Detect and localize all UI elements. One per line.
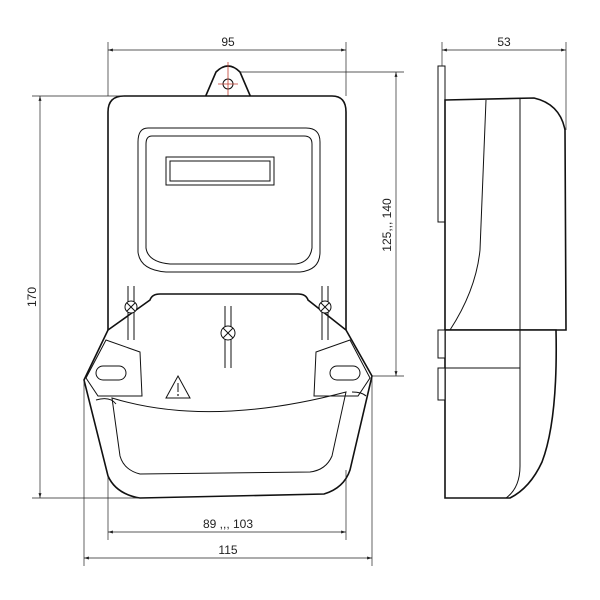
dimension-front-width: 95: [107, 35, 347, 96]
front-view: [83, 62, 373, 499]
left-mount-ear: [85, 339, 143, 397]
right-mount-ear: [313, 339, 371, 397]
display-window: [145, 135, 313, 265]
dim-label-bottom-inner: 89 ,,, 103: [203, 517, 253, 531]
warning-triangle-icon: [165, 374, 191, 399]
screw-left: [124, 286, 138, 340]
display-window-frame: [137, 127, 321, 273]
cover-recess: [111, 391, 347, 475]
dimension-side-depth: 53: [441, 35, 567, 130]
screw-right: [318, 286, 332, 340]
dim-label-front-width: 95: [221, 35, 235, 49]
lcd-display: [165, 156, 275, 186]
dimension-bottom-total: 115: [83, 376, 373, 566]
screw-center: [220, 306, 236, 368]
dimension-mount-height: 125,,, 140: [240, 71, 404, 377]
dim-label-total-height: 170: [25, 287, 39, 307]
dim-label-mount-height: 125,,, 140: [380, 198, 394, 252]
mounting-plate: [437, 65, 446, 223]
dimension-total-height: 170: [25, 95, 140, 499]
dimension-bottom-inner: 89 ,,, 103: [107, 470, 347, 540]
side-lower-body: [444, 329, 558, 499]
side-view: [437, 65, 567, 499]
side-upper-body: [444, 97, 567, 331]
dim-label-bottom-total: 115: [218, 543, 237, 557]
dim-label-side-depth: 53: [497, 35, 511, 49]
